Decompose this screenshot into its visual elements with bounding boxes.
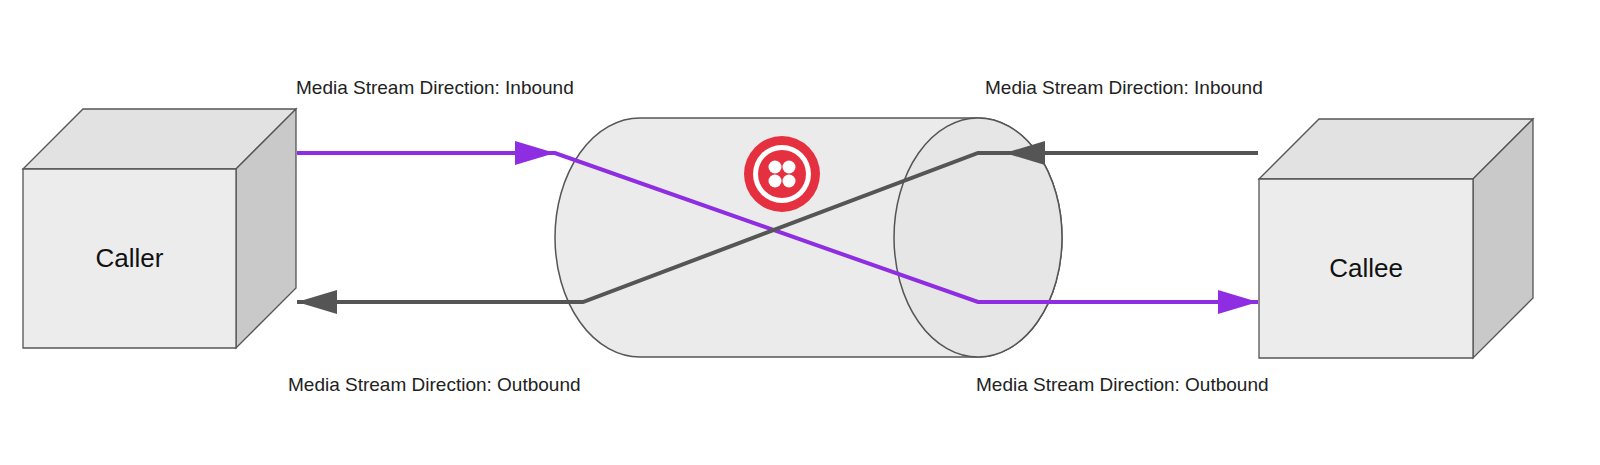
- box-label: Callee: [1329, 253, 1403, 284]
- direction-label: Media Stream Direction: Outbound: [974, 374, 1271, 396]
- cube-box: Callee: [1258, 118, 1534, 359]
- cube-box: Caller: [22, 108, 297, 349]
- direction-arrowhead: [515, 141, 555, 165]
- cube-outline: [22, 108, 297, 349]
- media-stream-line: [297, 153, 1258, 302]
- direction-label: Media Stream Direction: Inbound: [294, 77, 576, 99]
- direction-label: Media Stream Direction: Inbound: [983, 77, 1265, 99]
- twilio-logo: [744, 136, 820, 212]
- direction-label: Media Stream Direction: Outbound: [286, 374, 583, 396]
- media-stream-line: [297, 153, 1258, 302]
- direction-arrowhead: [1005, 141, 1045, 165]
- cube-outline: [1258, 118, 1534, 359]
- box-label: Caller: [96, 243, 164, 274]
